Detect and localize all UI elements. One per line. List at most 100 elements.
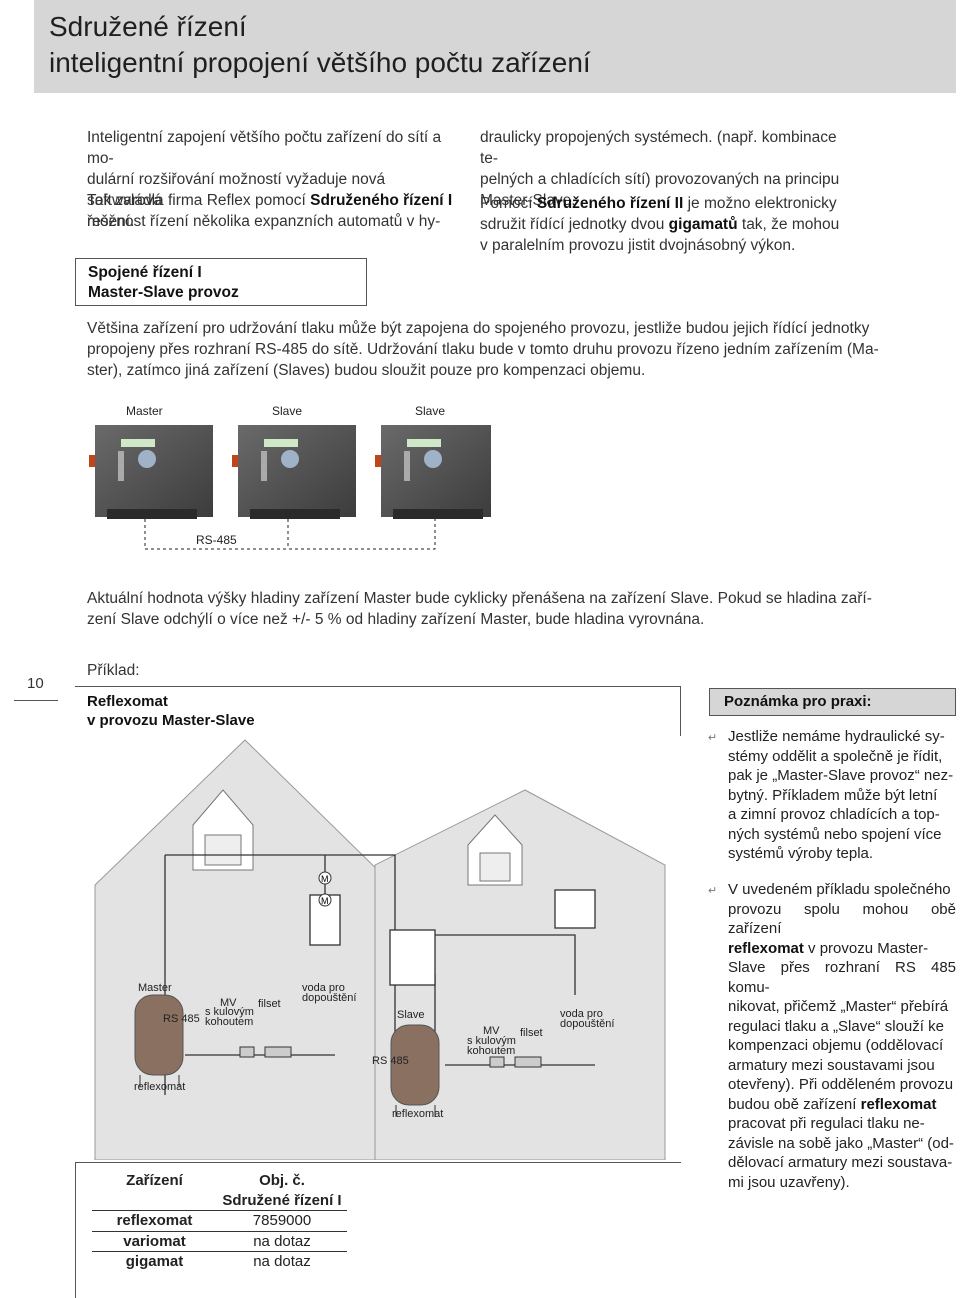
table-cell-name: gigamat	[125, 1253, 184, 1270]
text-line: ster), zatímco jiná zařízení (Slaves) bu…	[87, 362, 646, 379]
page-number: 10	[27, 675, 44, 692]
page-subtitle: inteligentní propojení většího počtu zař…	[49, 47, 591, 78]
bold-run: reflexomat	[860, 1095, 937, 1113]
diagram-label-rs485-slave: RS 485	[372, 1055, 409, 1067]
table-cell-name: variomat	[92, 1231, 217, 1252]
master-unit	[89, 425, 213, 519]
section-heading-line2: Master-Slave provoz	[88, 284, 239, 301]
table-cell-value: na dotaz	[217, 1231, 347, 1252]
table-cell-name: reflexomat	[92, 1210, 217, 1232]
control-units-illustration	[89, 425, 491, 550]
example-label: Příklad:	[87, 662, 140, 679]
example-title-line2: v provozu Master-Slave	[87, 712, 255, 729]
equipment-table: Zařízení Obj. č. Sdružené řízení I refle…	[92, 1171, 347, 1272]
text-line: v paralelním provozu jistit dvojnásobný …	[480, 237, 796, 254]
diagram-label-voda-slave: voda pro	[560, 1008, 603, 1020]
section-heading-line1: Spojené řízení I	[88, 264, 202, 281]
slave-unit-2	[375, 425, 491, 519]
intro-right-paragraph: draulicky propojených systémech. (např. …	[480, 127, 855, 211]
table-row: gigamat na dotaz	[92, 1252, 347, 1272]
text-run: sdružit řídící jednotky dvou	[480, 216, 669, 233]
intro-paragraph-3: Pomocí Sdruženého řízení II je možno ele…	[480, 193, 855, 256]
diagram-label-mv-line3-slave: kohoutem	[467, 1045, 516, 1057]
intro-paragraph-1: Inteligentní zapojení většího počtu zaří…	[87, 127, 457, 232]
page-title: Sdružené řízení	[49, 11, 247, 42]
text-line: Jestliže nemáme hydraulické sy-	[728, 728, 945, 745]
reflexomat-master-vessel	[134, 994, 184, 1087]
text-line: dulární rozšiřování možností vyžaduje no…	[87, 171, 386, 209]
slave-unit-1	[232, 425, 356, 519]
bold-run: Sdruženého řízení II	[536, 195, 684, 212]
text-line: nikovat, přičemž „Master“ přebírá	[728, 998, 949, 1015]
text-line: pelných a chladících sítí) provozovaných…	[480, 171, 840, 188]
text-line: řešení.	[87, 213, 135, 230]
text-line: dělovací armatury mezi soustava-	[728, 1154, 953, 1171]
text-line: možnost řízení několika expanzních autom…	[87, 213, 441, 230]
text-line: Aktuální hodnota výšky hladiny zařízení …	[87, 590, 872, 607]
diagram-label-mv-line3-master: kohoutem	[205, 1016, 254, 1028]
text-line: zení Slave odchýlí o více než +/- 5 % od…	[87, 611, 705, 628]
device-label-slave-2: Slave	[415, 404, 446, 418]
table-header-row-2: Sdružené řízení I	[92, 1190, 347, 1211]
note-bullet-icon: ↵	[708, 732, 718, 744]
note-title: Poznámka pro praxi:	[724, 693, 872, 710]
table-row: reflexomat 7859000	[92, 1210, 347, 1232]
page-header: Sdružené řízení inteligentní propojení v…	[34, 0, 956, 93]
note-header: Poznámka pro praxi:	[709, 688, 956, 716]
left-house	[94, 739, 394, 1160]
table-header-subtitle: Sdružené řízení I	[217, 1190, 347, 1211]
text-line: regulaci tlaku a „Slave“ slouží ke	[728, 1017, 944, 1035]
table-header-device: Zařízení	[126, 1172, 183, 1189]
text-run: v provozu Master-	[803, 939, 929, 957]
text-run: Tak zvládla firma Reflex pomocí	[87, 192, 311, 209]
note-bullet-icon: ↵	[708, 885, 718, 897]
bold-run: Sdruženého řízení I	[310, 192, 453, 209]
device-label-slave-1: Slave	[272, 404, 303, 418]
text-line: draulicky propojených systémech. (např. …	[480, 129, 837, 167]
right-house	[374, 789, 666, 1160]
table-header-order-no: Obj. č.	[259, 1172, 305, 1189]
diagram-label-slave: Slave	[397, 1009, 425, 1021]
svg-text:M: M	[321, 874, 329, 884]
diagram-label-reflexomat-slave: reflexomat	[392, 1108, 444, 1120]
diagram-label-mv-slave: MV	[483, 1025, 500, 1037]
filset-slave	[489, 1056, 542, 1068]
text-line: bytný. Příkladem může být letní	[728, 786, 938, 804]
text-line: propojeny přes rozhraní RS-485 do sítě. …	[87, 341, 879, 358]
diagram-label-mv-line2-master: s kulovým	[205, 1006, 254, 1018]
table-left-rule	[75, 1162, 76, 1298]
text-line: Většina zařízení pro udržování tlaku můž…	[87, 320, 870, 337]
text-run: je možno elektronicky	[683, 195, 837, 212]
text-line: stémy oddělit a společně je řídit,	[728, 747, 943, 765]
diagram-label-voda2-master: dopouštění	[302, 992, 357, 1004]
diagram-label-master: Master	[138, 982, 172, 994]
text-line: kompenzaci objemu (oddělovací	[728, 1037, 944, 1054]
intro-paragraph-2: Tak zvládla firma Reflex pomocí Sdružené…	[87, 190, 459, 232]
table-cell-value: 7859000	[217, 1210, 347, 1232]
valve-m-1: M	[318, 871, 332, 885]
text-line: mi jsou uzavřeny).	[728, 1173, 850, 1191]
note-paragraph-2: ↵ V uvedeném příkladu společného provozu…	[708, 880, 956, 1192]
valve-m-2: M	[318, 893, 332, 907]
rs485-bus-label: RS-485	[196, 533, 237, 547]
text-line: a zimní provoz chladících a top-	[728, 806, 940, 823]
diagram-label-reflexomat-master: reflexomat	[134, 1081, 186, 1093]
section-heading-box: Spojené řízení I Master-Slave provoz	[75, 258, 367, 306]
diagram-label-rs485-master: RS 485	[163, 1013, 200, 1025]
diagram-label-filset-master: filset	[258, 998, 281, 1010]
svg-text:M: M	[321, 896, 329, 906]
text-run: budou obě zařízení	[728, 1095, 861, 1113]
example-title: Reflexomat v provozu Master-Slave	[87, 692, 255, 730]
reflexomat-slave-vessel	[390, 1024, 440, 1117]
text-line: V uvedeném příkladu společného	[728, 881, 951, 898]
text-line: pak je „Master-Slave provoz“ nez-	[728, 767, 954, 784]
bold-run: reflexomat	[728, 939, 804, 957]
level-paragraph: Aktuální hodnota výšky hladiny zařízení …	[87, 588, 872, 630]
text-line: provozu spolu mohou obě zařízení	[728, 900, 956, 938]
text-line: systémů výroby tepla.	[728, 845, 874, 862]
master-slave-diagram: M M	[94, 739, 666, 1160]
text-line: ných systémů nebo spojení více	[728, 825, 942, 843]
text-line: armatury mezi soustavami jsou	[728, 1056, 935, 1074]
diagram-label-mv-master: MV	[220, 997, 237, 1009]
diagram-label-voda2-slave: dopouštění	[560, 1018, 615, 1030]
